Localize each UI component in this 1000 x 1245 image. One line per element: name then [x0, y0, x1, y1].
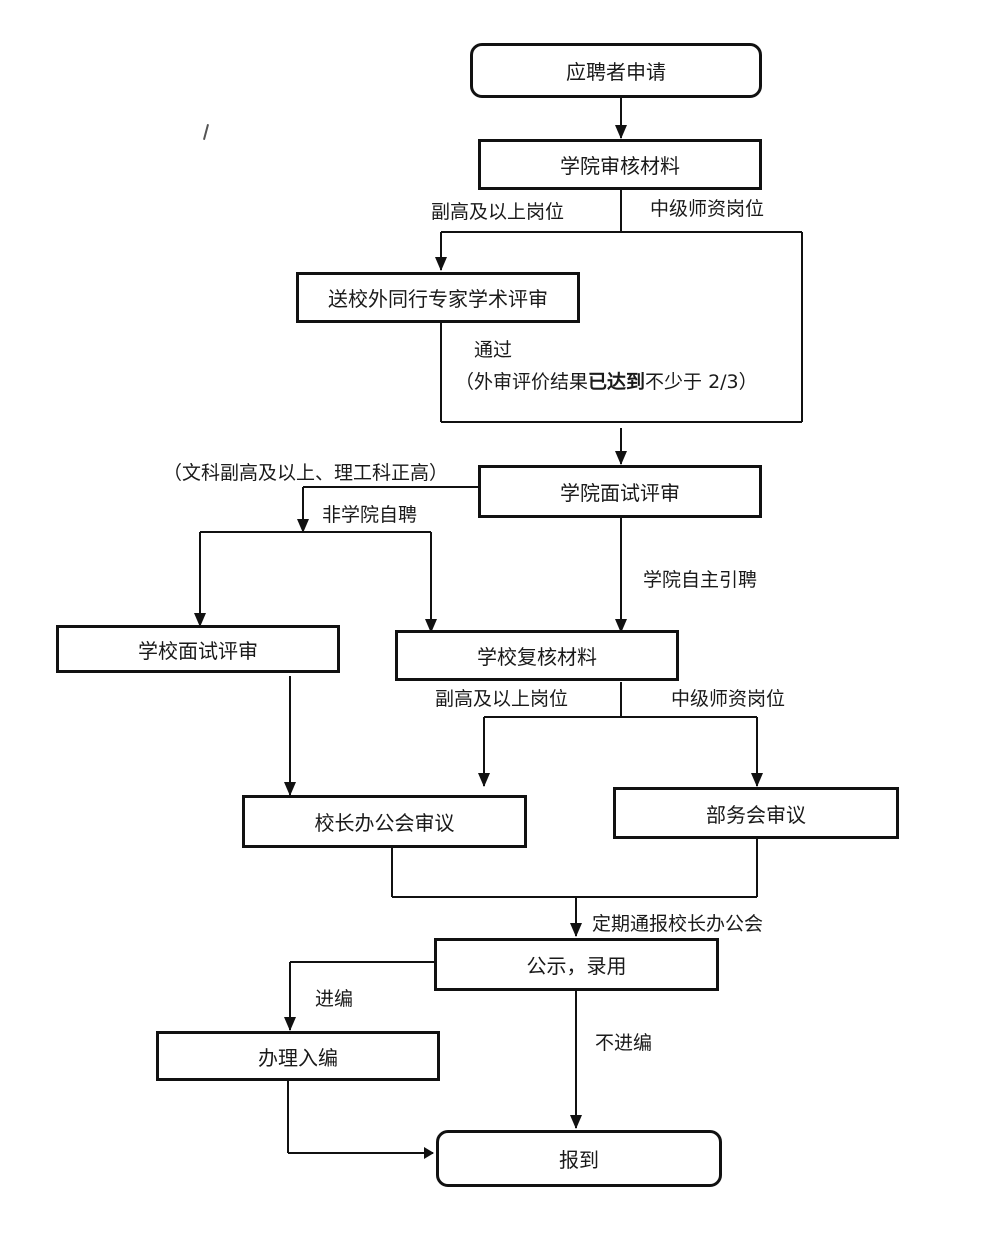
node-president-meeting: 校长办公会审议 — [242, 795, 527, 848]
node-external-review: 送校外同行专家学术评审 — [296, 272, 580, 323]
node-publicity: 公示，录用 — [434, 938, 719, 991]
node-apply: 应聘者申请 — [470, 43, 762, 98]
node-college-interview: 学院面试评审 — [478, 465, 762, 518]
label-non-college-hire: 非学院自聘 — [322, 504, 418, 526]
label-pass-condition: （外审评价结果已达到不少于 2/3） — [455, 367, 758, 394]
node-school-interview: 学校面试评审 — [56, 625, 340, 673]
pass-condition-suffix: 不少于 2/3） — [645, 371, 758, 393]
node-staffing: 办理入编 — [156, 1031, 440, 1081]
pass-condition-bold: 已达到 — [588, 371, 646, 393]
label-not-into-staffing: 不进编 — [595, 1032, 653, 1054]
node-college-review: 学院审核材料 — [478, 139, 762, 190]
label-senior-posts-2: 副高及以上岗位 — [435, 688, 569, 710]
label-mid-posts-2: 中级师资岗位 — [671, 688, 786, 710]
label-mid-posts-1: 中级师资岗位 — [650, 198, 765, 220]
node-report: 报到 — [436, 1130, 722, 1187]
label-college-self-hire: 学院自主引聘 — [643, 569, 758, 591]
label-category-note: （文科副高及以上、理工科正高） — [163, 462, 449, 484]
node-school-recheck: 学校复核材料 — [395, 630, 679, 681]
label-into-staffing: 进编 — [315, 988, 354, 1010]
pass-condition-prefix: （外审评价结果 — [455, 371, 589, 393]
label-senior-posts-1: 副高及以上岗位 — [431, 201, 565, 223]
label-passed: 通过 — [474, 339, 513, 361]
label-report-to-president: 定期通报校长办公会 — [592, 913, 764, 935]
node-dept-meeting: 部务会审议 — [613, 787, 899, 839]
